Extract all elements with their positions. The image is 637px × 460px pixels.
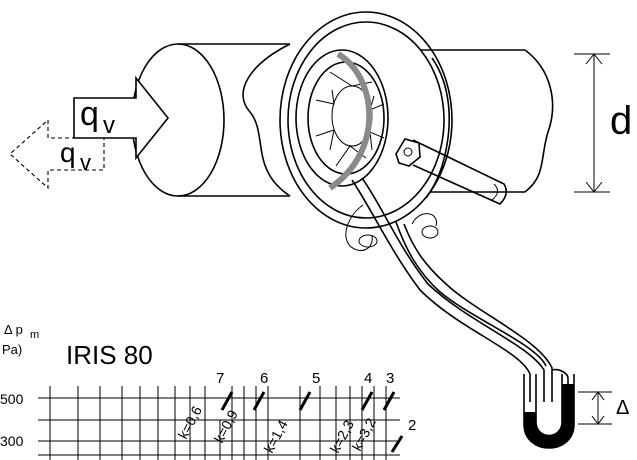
- outlet-duct: [420, 49, 554, 193]
- y-symbol: Δ p: [4, 322, 23, 337]
- position-5: 5: [312, 370, 320, 387]
- curve-2: [390, 435, 404, 453]
- y-tick-300: 300: [0, 433, 24, 449]
- curve-7: [220, 391, 234, 411]
- flow-arrow-main: q v: [73, 75, 170, 161]
- chart-grid: [38, 386, 400, 460]
- position-4: 4: [364, 370, 372, 387]
- flow-arrow-reverse: q v: [9, 118, 105, 190]
- y-tick-500: 500: [0, 391, 24, 407]
- curve-6: [252, 391, 266, 411]
- curve-4: [360, 391, 374, 411]
- iris-damper: [279, 11, 453, 229]
- curve-5: [298, 391, 312, 411]
- flow-label-subscript: v: [103, 112, 115, 139]
- pressure-chart: Δ p m Pa) IRIS 80 500 300: [0, 322, 416, 460]
- iris-ring: [328, 51, 373, 191]
- k-label-2-3: k=2,3: [327, 417, 357, 455]
- reverse-flow-label-subscript: v: [80, 150, 91, 175]
- k-label-0-9: k=0,9: [211, 407, 241, 445]
- adjustment-lever: [395, 138, 508, 205]
- diameter-label: d: [610, 99, 632, 143]
- reverse-flow-label: q: [60, 137, 76, 168]
- position-7: 7: [216, 370, 224, 387]
- y-unit: Pa): [2, 342, 22, 357]
- measuring-tubes: [345, 177, 569, 402]
- diameter-dimension: d: [574, 53, 632, 193]
- y-symbol-subscript: m: [30, 329, 39, 341]
- position-3: 3: [386, 370, 394, 387]
- k-label-0-6: k=0,6: [175, 403, 205, 441]
- delta-label: Δ: [616, 397, 629, 419]
- manometer-fluid: [524, 384, 574, 448]
- chart-title: IRIS 80: [66, 340, 153, 370]
- position-2: 2: [408, 417, 416, 434]
- flow-label: q: [80, 95, 99, 133]
- k-label-1-4: k=1,4: [261, 417, 291, 455]
- curve-3: [382, 391, 396, 411]
- position-6: 6: [260, 370, 268, 387]
- u-tube-manometer: Δ: [523, 374, 629, 449]
